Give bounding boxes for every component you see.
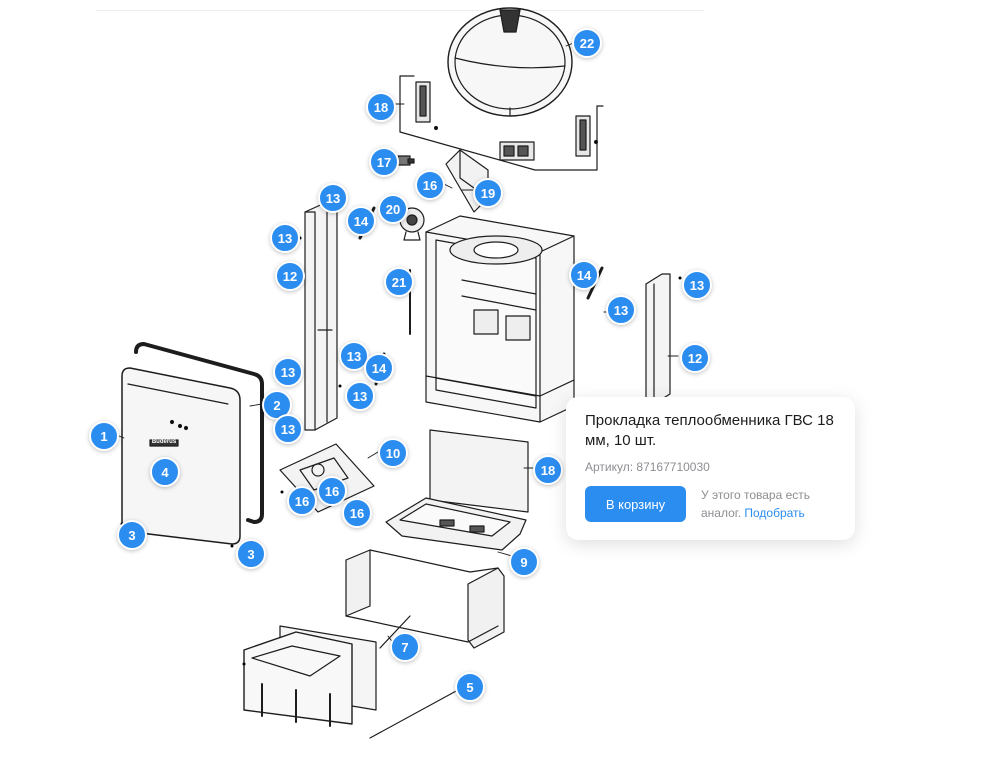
callout-14-top[interactable]: 14: [346, 206, 376, 236]
callout-16-a[interactable]: 16: [317, 476, 347, 506]
analog-text: У этого товара есть аналог.: [701, 488, 811, 520]
part-base-plate: [385, 497, 527, 551]
callout-3-left[interactable]: 3: [117, 520, 147, 550]
callout-13-right[interactable]: 13: [606, 295, 636, 325]
callout-21[interactable]: 21: [384, 267, 414, 297]
callout-19[interactable]: 19: [473, 178, 503, 208]
callout-12-left[interactable]: 12: [275, 261, 305, 291]
callout-13-right-top[interactable]: 13: [682, 270, 712, 300]
callout-16-b[interactable]: 16: [287, 486, 317, 516]
top-divider: [96, 10, 704, 11]
callout-16-top[interactable]: 16: [415, 170, 445, 200]
part-side-panel-right: [645, 273, 671, 405]
callout-13-top[interactable]: 13: [318, 183, 348, 213]
callout-7[interactable]: 7: [390, 632, 420, 662]
callout-13-mid-left[interactable]: 13: [273, 357, 303, 387]
callout-22[interactable]: 22: [572, 28, 602, 58]
brand-plate: Buderus: [151, 439, 177, 445]
callout-14-mid[interactable]: 14: [364, 353, 394, 383]
callout-13-mid-right[interactable]: 13: [345, 381, 375, 411]
callout-20[interactable]: 20: [378, 194, 408, 224]
callout-16-c[interactable]: 16: [342, 498, 372, 528]
analog-note: У этого товара есть аналог. Подобрать: [701, 486, 836, 522]
popup-actions: В корзину У этого товара есть аналог. По…: [585, 486, 836, 522]
leader-lines: [113, 41, 679, 645]
product-sku: Артикул: 87167710030: [585, 460, 710, 474]
callout-18-top[interactable]: 18: [366, 92, 396, 122]
part-front-cover: [121, 367, 241, 545]
callout-1[interactable]: 1: [89, 421, 119, 451]
part-bracket-set: [399, 75, 604, 171]
callout-10[interactable]: 10: [378, 438, 408, 468]
callout-13-left[interactable]: 13: [270, 223, 300, 253]
callout-12-right[interactable]: 12: [680, 343, 710, 373]
callout-18-mid[interactable]: 18: [533, 455, 563, 485]
part-expansion-vessel: [447, 7, 573, 117]
callout-3-right[interactable]: 3: [236, 539, 266, 569]
add-to-cart-button[interactable]: В корзину: [585, 486, 686, 522]
part-insulation-plate: [429, 429, 529, 513]
product-title: Прокладка теплообменника ГВС 18 мм, 10 ш…: [585, 412, 834, 449]
callout-5[interactable]: 5: [455, 672, 485, 702]
callout-17[interactable]: 17: [369, 147, 399, 177]
part-front-frame: [134, 342, 264, 524]
callout-9[interactable]: 9: [509, 547, 539, 577]
part-lower-housing: [345, 549, 505, 649]
part-bottom-panel: [243, 615, 481, 739]
callout-14-right[interactable]: 14: [569, 260, 599, 290]
part-main-frame: [425, 215, 575, 423]
part-side-panel-left: [304, 201, 338, 431]
callout-4[interactable]: 4: [150, 457, 180, 487]
find-analog-link[interactable]: Подобрать: [744, 506, 805, 520]
part-sensor: [397, 155, 415, 166]
callout-13-bottom[interactable]: 13: [273, 414, 303, 444]
product-popup: Прокладка теплообменника ГВС 18 мм, 10 ш…: [566, 397, 855, 540]
